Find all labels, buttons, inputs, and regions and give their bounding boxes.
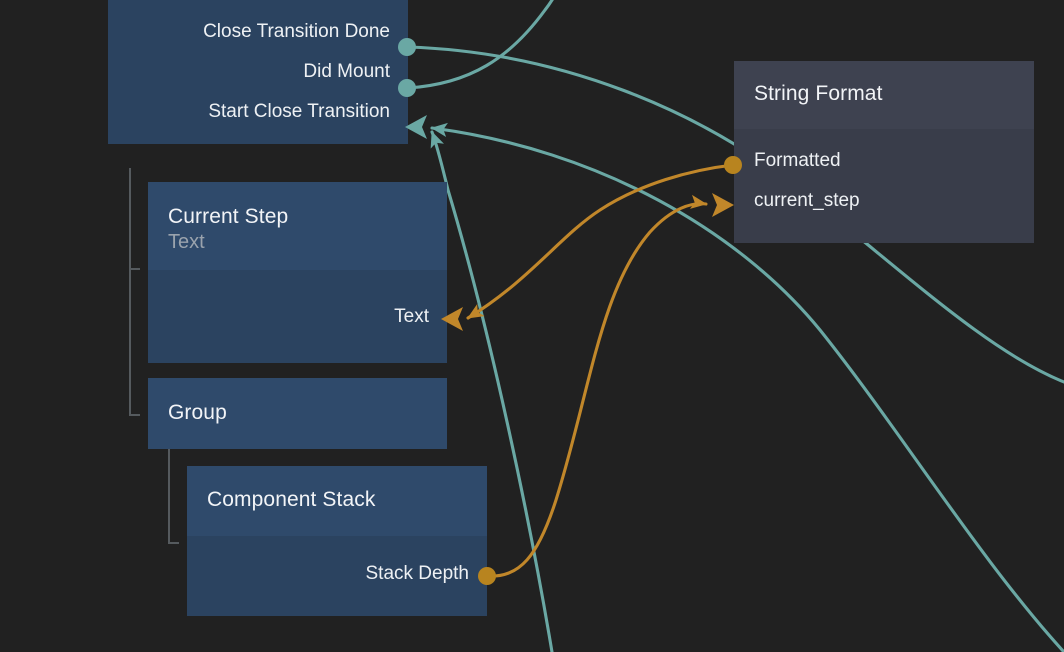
wire-stack-depth-to-current-step [485,194,708,578]
tree-rail-tick-current-step [129,268,140,270]
port-row-start-close-transition[interactable]: Start Close Transition [124,92,390,132]
tree-rail-tick-group [129,414,140,416]
port-row-current-step[interactable]: current_step [754,181,1016,221]
node-top-event-body: Close Transition Done Did Mount Start Cl… [108,0,408,144]
node-current-step-title: Current Step [168,205,289,228]
port-row-close-transition-done[interactable]: Close Transition Done [124,12,390,52]
node-top-event[interactable]: Close Transition Done Did Mount Start Cl… [108,0,408,144]
tree-rail-tick-component-stack [168,542,179,544]
node-current-step-subtitle: Text [168,231,205,253]
node-component-stack-body: Stack Depth [187,536,487,616]
port-label-text-input: Text [394,306,429,327]
node-current-step[interactable]: Current Step Text Text [148,182,447,363]
wire-did-mount [406,0,554,90]
node-string-format-title: String Format [754,82,883,105]
port-label-current-step: current_step [754,190,860,211]
port-hit-stack-depth[interactable] [476,565,498,587]
wire-formatted-to-text [466,163,735,320]
node-group-header: Group [148,378,447,449]
node-current-step-body: Text [148,270,447,363]
port-label-did-mount: Did Mount [303,61,390,82]
port-hit-start-close-transition[interactable] [400,116,422,138]
port-label-start-close-transition: Start Close Transition [208,101,390,122]
node-component-stack[interactable]: Component Stack Stack Depth [187,466,487,616]
port-hit-did-mount[interactable] [396,77,418,99]
node-group[interactable]: Group [148,378,447,449]
port-hit-close-transition-done[interactable] [396,36,418,58]
port-row-formatted[interactable]: Formatted [754,141,1016,181]
node-component-stack-header: Component Stack [187,466,487,536]
port-hit-formatted[interactable] [722,154,744,176]
tree-rail-vertical-group [168,448,170,544]
node-component-stack-title: Component Stack [207,488,376,511]
node-current-step-header: Current Step Text [148,182,447,270]
tree-rail-vertical-root [129,168,131,416]
port-hit-current-step[interactable] [711,194,733,216]
node-group-title: Group [168,401,227,424]
port-label-close-transition-done: Close Transition Done [203,21,390,42]
node-string-format[interactable]: String Format Formatted current_step [734,61,1034,243]
port-hit-text-input[interactable] [436,308,458,330]
port-row-stack-depth[interactable]: Stack Depth [207,554,470,594]
port-label-formatted: Formatted [754,150,841,171]
node-string-format-body: Formatted current_step [734,129,1034,243]
port-row-text-input[interactable]: Text [168,297,429,337]
port-row-did-mount[interactable]: Did Mount [124,52,390,92]
port-label-stack-depth: Stack Depth [365,563,470,584]
node-string-format-header: String Format [734,61,1034,129]
